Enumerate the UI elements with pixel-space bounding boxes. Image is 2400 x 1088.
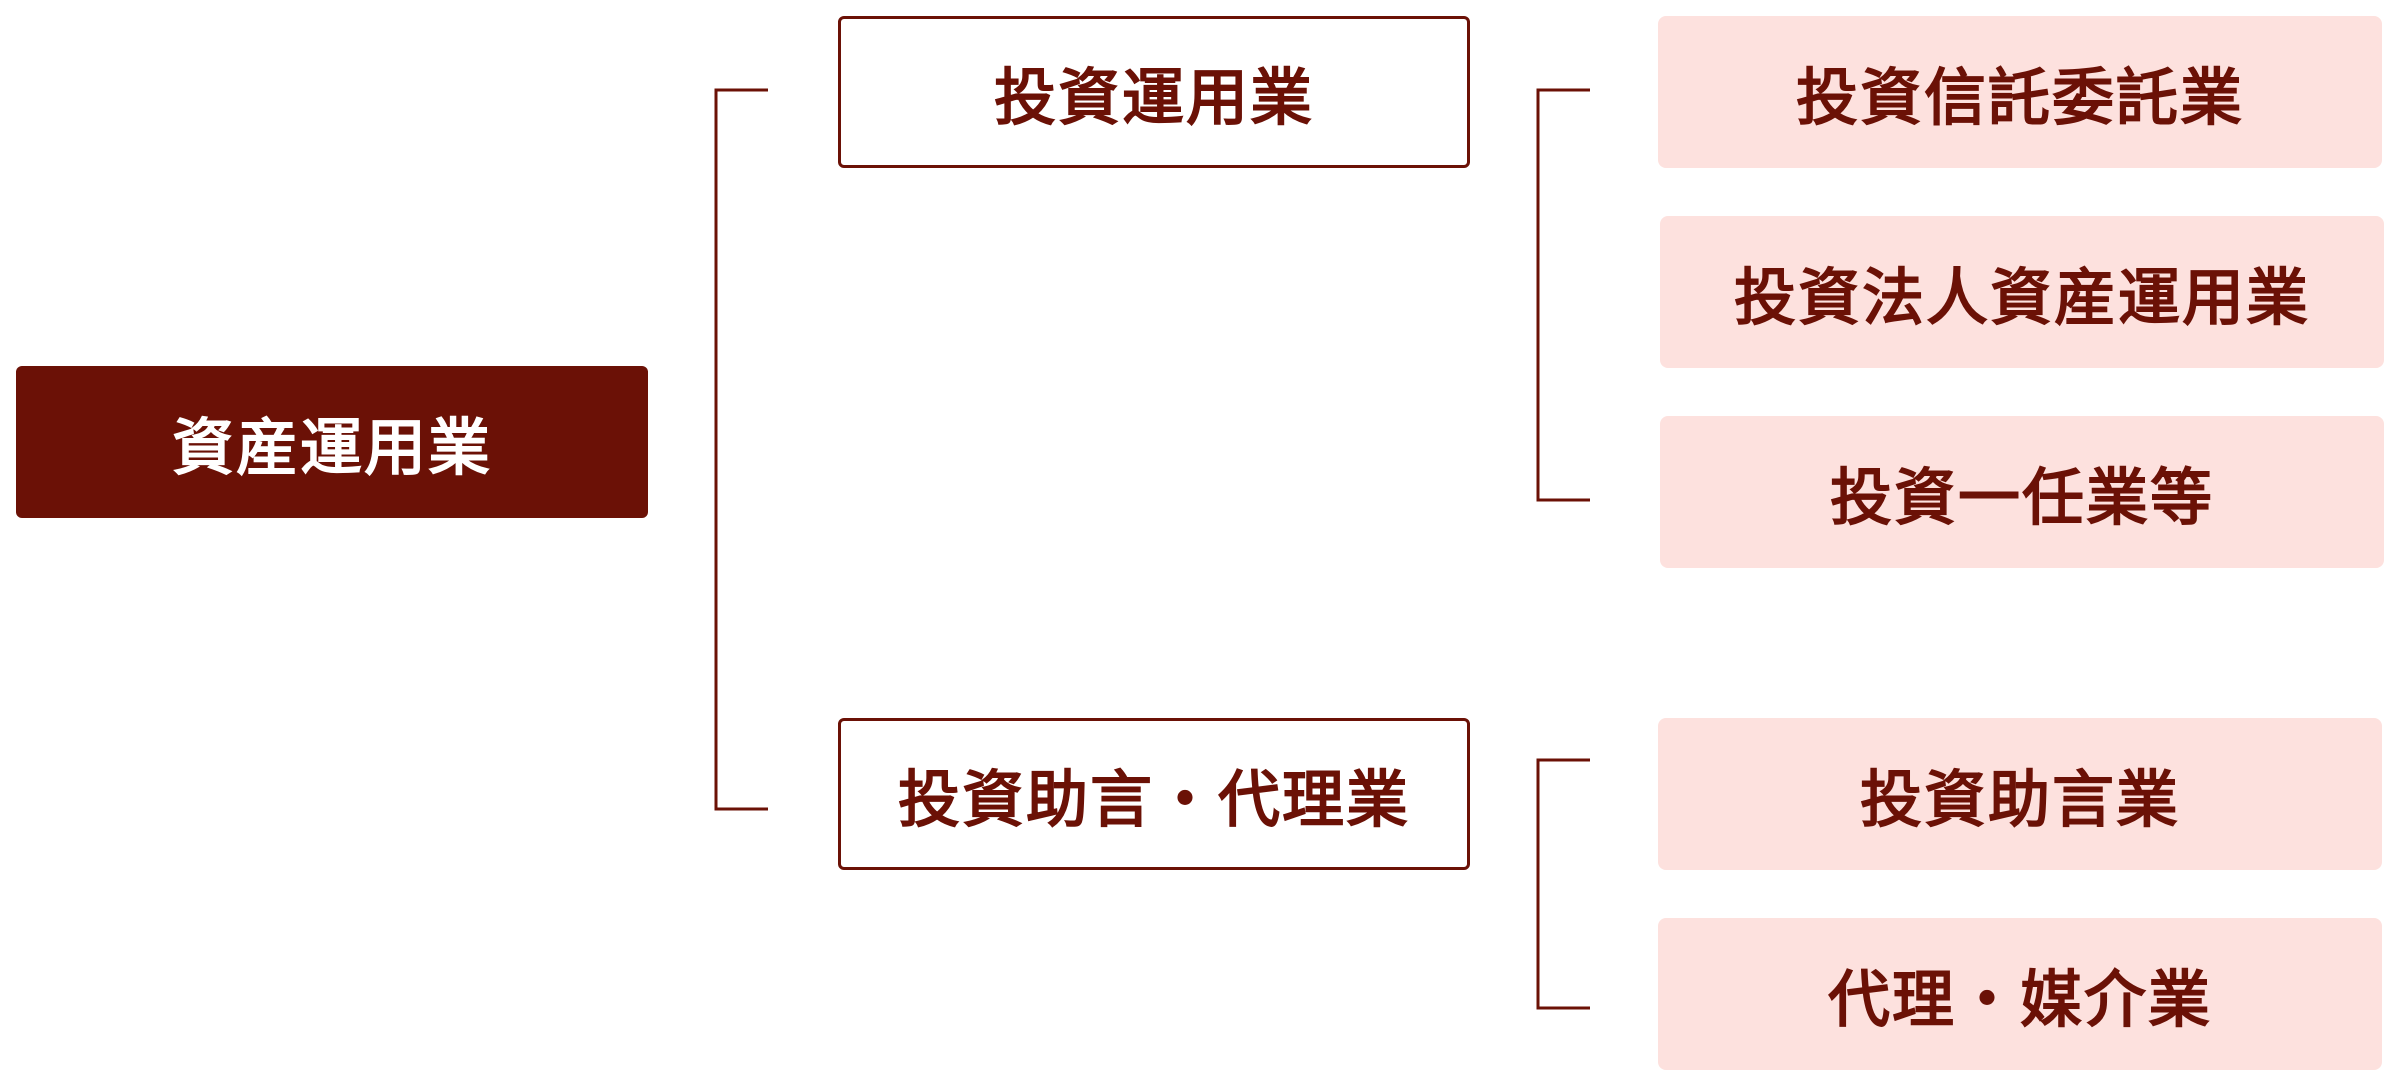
leaf-investment-advisory: 投資助言業: [1658, 718, 2382, 870]
leaf-discretionary-investment: 投資一任業等: [1660, 416, 2384, 568]
leaf-agency-brokerage: 代理・媒介業: [1658, 918, 2382, 1070]
category-investment-management: 投資運用業: [838, 16, 1470, 168]
leaf-investment-corporation-asset-management: 投資法人資産運用業: [1660, 216, 2384, 368]
root-bracket: [714, 88, 768, 811]
advisory-agency-bracket: [1536, 758, 1590, 1010]
leaf-investment-trust-management: 投資信託委託業: [1658, 16, 2382, 168]
investment-management-bracket: [1536, 88, 1590, 502]
category-investment-advisory-agency: 投資助言・代理業: [838, 718, 1470, 870]
root-node-asset-management: 資産運用業: [16, 366, 648, 518]
